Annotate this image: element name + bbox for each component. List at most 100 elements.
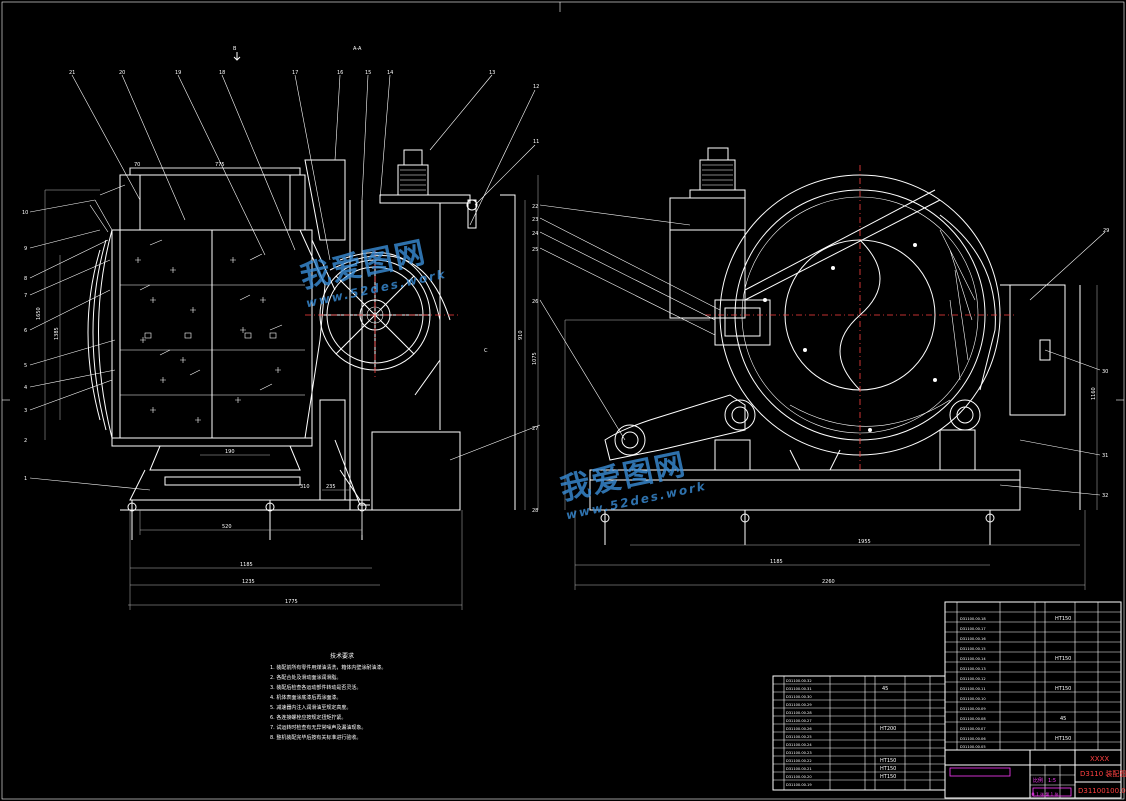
note-2: 2. 各配合处及滑动面涂润滑脂。 <box>270 674 341 681</box>
lower-code-9: D31100.00.24 <box>786 743 812 747</box>
notes-title: 技术要求 <box>330 652 354 660</box>
lower-code-2: D31100.00.31 <box>786 687 812 691</box>
leader-26: 26 <box>532 299 538 305</box>
leader-32: 32 <box>1102 493 1108 499</box>
mat-upper-5: HT150 <box>1055 736 1071 742</box>
leader-23: 23 <box>532 217 538 223</box>
leader-3: 3 <box>24 408 27 414</box>
dim-1160: 1160 <box>1091 387 1097 400</box>
lower-code-7: D31100.00.26 <box>786 727 812 731</box>
leader-8: 8 <box>24 276 27 282</box>
upper-code-2: D31100.00.17 <box>960 627 986 631</box>
lower-code-3: D31100.00.30 <box>786 695 812 699</box>
note-4: 4. 机体表面涂底漆后再涂面漆。 <box>270 694 341 701</box>
upper-code-1: D31100.00.18 <box>960 617 986 621</box>
note-6: 6. 各连接螺栓应按规定扭矩拧紧。 <box>270 714 346 721</box>
leader-4: 4 <box>24 385 27 391</box>
leader-31: 31 <box>1102 453 1108 459</box>
upper-code-7: D31100.00.12 <box>960 677 986 681</box>
mat-lower-2: HT150 <box>880 758 896 764</box>
leader-10: 10 <box>22 210 28 216</box>
lower-code-10: D31100.00.23 <box>786 751 812 755</box>
leader-27: 27 <box>532 426 538 432</box>
leader-11: 11 <box>533 139 539 145</box>
upper-code-9: D31100.00.10 <box>960 697 986 701</box>
dim-1185: 1185 <box>240 562 253 568</box>
view-label-b: B <box>233 46 237 52</box>
upper-code-11: D31100.00.08 <box>960 717 986 721</box>
dim-775: 775 <box>215 162 225 168</box>
leader-24: 24 <box>532 231 538 237</box>
lower-code-6: D31100.00.27 <box>786 719 812 723</box>
dim-1185-right: 1185 <box>770 559 783 565</box>
leader-2: 2 <box>24 438 27 444</box>
upper-code-14: D31100.00.05 <box>960 745 986 749</box>
leader-14: 14 <box>387 70 393 76</box>
leader-19: 19 <box>175 70 181 76</box>
lower-code-8: D31100.00.25 <box>786 735 812 739</box>
dim-v-1075: 1075 <box>532 352 538 365</box>
mat-lower-1: HT200 <box>880 726 896 732</box>
leader-5: 5 <box>24 363 27 369</box>
leader-17: 17 <box>292 70 298 76</box>
leader-15: 15 <box>365 70 371 76</box>
mat-upper-3: HT150 <box>1055 686 1071 692</box>
leader-20: 20 <box>119 70 125 76</box>
leader-1: 1 <box>24 476 27 482</box>
dim-v-1650: 1650 <box>36 307 42 320</box>
left-leader-numbers: 21 20 19 18 17 16 15 14 13 12 11 10 9 8 … <box>22 70 539 482</box>
lower-code-13: D31100.00.20 <box>786 775 812 779</box>
note-7: 7. 试运转时检查有无异常噪声及漏油现象。 <box>270 724 366 731</box>
sheet-info: 共 1 张 第 1 张 <box>1031 791 1058 797</box>
upper-code-12: D31100.00.07 <box>960 727 986 731</box>
upper-code-6: D31100.00.13 <box>960 667 986 671</box>
company-name: XXXX <box>1090 755 1109 763</box>
scale-label: 比例 <box>1033 777 1043 784</box>
lower-code-11: D31100.00.22 <box>786 759 812 763</box>
dim-1955: 1955 <box>858 539 871 545</box>
leader-9: 9 <box>24 246 27 252</box>
parts-list-table: D31100.00.18 D31100.00.17 D31100.00.16 D… <box>772 601 1122 791</box>
dim-2260: 2260 <box>822 579 835 585</box>
dim-1235: 1235 <box>242 579 255 585</box>
leader-21: 21 <box>69 70 75 76</box>
leader-13: 13 <box>489 70 495 76</box>
leader-28: 28 <box>532 508 538 514</box>
lower-code-4: D31100.00.29 <box>786 703 812 707</box>
leader-25: 25 <box>532 247 538 253</box>
dim-520: 520 <box>222 524 232 530</box>
lower-code-1: D31100.00.32 <box>786 679 812 683</box>
mat-upper-2: HT150 <box>1055 656 1071 662</box>
lower-code-12: D31100.00.21 <box>786 767 812 771</box>
drawing-name: D3110 装配图 <box>1080 769 1126 778</box>
leader-12: 12 <box>533 84 539 90</box>
upper-code-10: D31100.00.09 <box>960 707 986 711</box>
dim-70: 70 <box>134 162 140 168</box>
view-label-aa: A-A <box>353 46 362 52</box>
mat-lower-5: 45 <box>882 686 888 692</box>
leader-29: 29 <box>1103 228 1109 234</box>
leader-18: 18 <box>219 70 225 76</box>
dim-235: 235 <box>326 484 336 490</box>
dim-v-1385: 1385 <box>54 327 60 340</box>
upper-code-3: D31100.00.16 <box>960 637 986 641</box>
scale-value: 1:5 <box>1048 778 1056 784</box>
title-block: XXXX D3110 装配图 D31100100.00 比例 1:5 共 1 张… <box>944 749 1126 799</box>
technical-notes: 技术要求 1. 装配前所有零件用煤油清洗，箱体内壁涂耐油漆。 2. 各配合处及滑… <box>270 652 386 741</box>
upper-code-13: D31100.00.06 <box>960 737 986 741</box>
upper-code-5: D31100.00.14 <box>960 657 986 661</box>
dim-v-910: 910 <box>518 330 524 340</box>
view-label-c: C <box>484 348 488 354</box>
leader-22: 22 <box>532 204 538 210</box>
note-1: 1. 装配前所有零件用煤油清洗，箱体内壁涂耐油漆。 <box>270 664 386 671</box>
leader-6: 6 <box>24 328 27 334</box>
mat-lower-4: HT150 <box>880 774 896 780</box>
dim-310: 310 <box>300 484 310 490</box>
mat-upper-4: 45 <box>1060 716 1066 722</box>
leader-7: 7 <box>24 293 27 299</box>
lower-code-5: D31100.00.28 <box>786 711 812 715</box>
upper-code-8: D31100.00.11 <box>960 687 986 691</box>
leader-30: 30 <box>1102 369 1108 375</box>
